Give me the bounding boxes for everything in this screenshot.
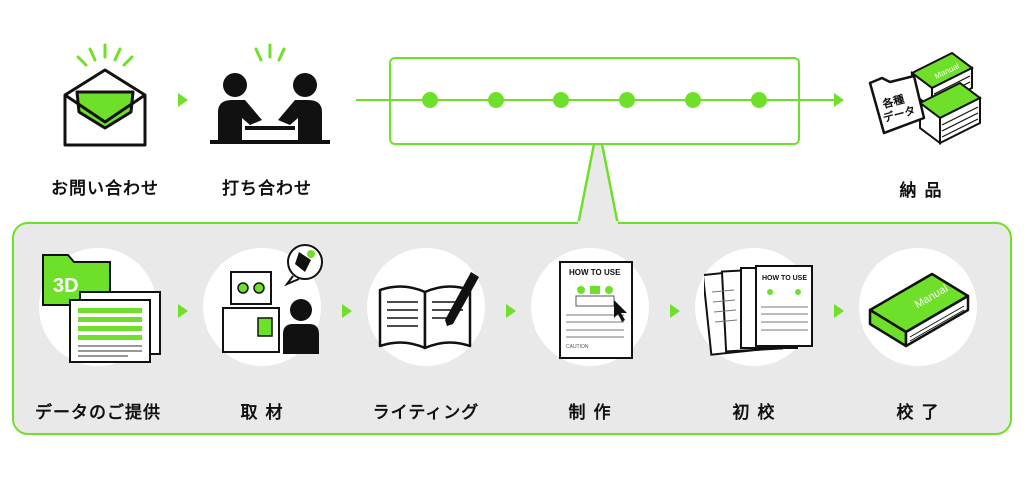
step-label-production: 制 作 xyxy=(568,403,612,423)
step-label-data: データのご提供 xyxy=(35,403,161,423)
writing-icon xyxy=(378,272,479,350)
caution-text: CAUTION xyxy=(566,344,589,350)
top-step-label-inquiry: お問い合わせ xyxy=(51,179,159,199)
interview-icon xyxy=(222,244,323,354)
3d-badge: 3D xyxy=(53,275,79,297)
step-label-interview: 取 材 xyxy=(240,403,284,423)
meeting-icon xyxy=(210,43,330,144)
flow-arrow xyxy=(342,304,352,318)
data-folder-icon: Manual 各種 データ xyxy=(868,51,982,145)
sheet-title: HOW TO USE xyxy=(762,275,807,282)
flow-arrow xyxy=(834,93,844,107)
timeline-dot xyxy=(751,92,767,108)
flow-arrow xyxy=(670,304,680,318)
timeline-dot xyxy=(553,92,569,108)
step-label-first-proof: 初 校 xyxy=(732,403,776,423)
proof-icon: HOW TO USE xyxy=(704,265,813,356)
top-step-label-meeting: 打ち合わせ xyxy=(222,179,312,199)
timeline-line xyxy=(391,99,798,101)
production-icon: HOW TO USE CAUTION xyxy=(559,261,633,359)
envelope-icon xyxy=(63,43,147,147)
panel-pointer-cover xyxy=(578,221,618,227)
step-label-writing: ライティング xyxy=(372,403,480,423)
timeline-dot xyxy=(619,92,635,108)
timeline-box xyxy=(389,57,800,145)
flow-arrow xyxy=(178,93,188,107)
timeline-line xyxy=(800,99,836,101)
manual-book-icon: Manual xyxy=(868,272,970,348)
flow-arrow xyxy=(506,304,516,318)
svg-text:各種: 各種 xyxy=(880,92,906,111)
sheet-title: HOW TO USE xyxy=(569,268,621,277)
flow-arrow xyxy=(834,304,844,318)
step-label-completed: 校 了 xyxy=(896,403,940,423)
timeline-dot xyxy=(685,92,701,108)
timeline-dot xyxy=(422,92,438,108)
flow-arrow xyxy=(178,304,188,318)
top-step-label-delivery: 納 品 xyxy=(899,181,943,201)
panel-pointer xyxy=(576,143,620,226)
process-panel xyxy=(12,222,1012,435)
timeline-dot xyxy=(488,92,504,108)
3d-data-icon: 3D xyxy=(42,254,161,363)
timeline-line xyxy=(356,99,389,101)
